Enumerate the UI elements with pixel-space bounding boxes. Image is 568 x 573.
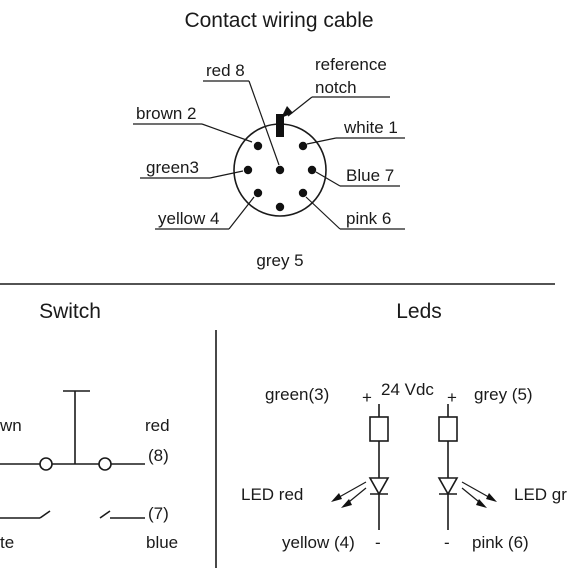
leds-label-pink: pink (6): [472, 533, 529, 552]
leds-supply: 24 Vdc: [381, 380, 434, 399]
label-grey-5: grey 5: [256, 251, 303, 270]
leds-label-green: green(3): [265, 385, 329, 404]
label-blue-7: Blue 7: [346, 166, 394, 185]
switch-title: Switch: [39, 300, 101, 323]
label-white-1: white 1: [343, 118, 398, 137]
led-red-branch: [331, 404, 390, 530]
pin-4: [253, 188, 263, 198]
label-notch: notch: [315, 78, 357, 97]
leds-label-yellow: yellow (4): [282, 533, 355, 552]
diode-right: [437, 477, 459, 496]
switch-label-blue: blue: [146, 533, 178, 552]
pin-8: [275, 165, 285, 175]
switch-label-pin7: (7): [148, 504, 169, 523]
pin-5: [275, 202, 285, 212]
label-red-8: red 8: [206, 61, 245, 80]
leds-minus-right: -: [444, 533, 450, 552]
connector-leaders: [133, 80, 405, 230]
label-green-3: green3: [146, 158, 199, 177]
resistor-left: [369, 416, 389, 442]
pin-6: [298, 188, 308, 198]
leds-label-led-green: LED gr: [514, 485, 567, 504]
pin-1: [298, 141, 308, 151]
diode-left: [368, 477, 390, 496]
leds-label-grey: grey (5): [474, 385, 533, 404]
leds-plus-right: +: [447, 388, 457, 407]
resistor-right: [438, 416, 458, 442]
leds-plus-left: +: [362, 388, 372, 407]
reference-notch: [276, 114, 284, 137]
leds-minus-left: -: [375, 533, 381, 552]
switch-label-red: red: [145, 416, 170, 435]
label-yellow-4: yellow 4: [158, 209, 219, 228]
pin-3: [243, 165, 253, 175]
connector-face: [233, 114, 327, 217]
diagram-title: Contact wiring cable: [184, 9, 373, 32]
leds-title: Leds: [396, 300, 442, 323]
label-pink-6: pink 6: [346, 209, 391, 228]
switch-symbol: [0, 390, 145, 519]
pin-2: [253, 141, 263, 151]
switch-label-pin8: (8): [148, 446, 169, 465]
leds-label-led-red: LED red: [241, 485, 303, 504]
label-brown-2: brown 2: [136, 104, 196, 123]
label-reference: reference: [315, 55, 387, 74]
pin-7: [307, 165, 317, 175]
switch-label-brown: wn: [0, 416, 22, 435]
led-green-branch: [437, 404, 497, 530]
switch-label-white: te: [0, 533, 14, 552]
